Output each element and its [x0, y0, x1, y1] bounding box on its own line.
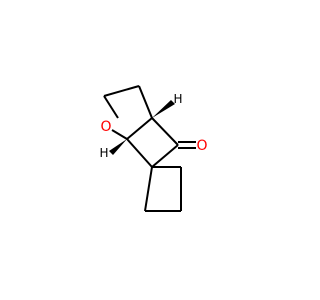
- structure-canvas: O O H H: [99, 85, 208, 212]
- ring-oxygen-label: O: [100, 119, 111, 135]
- stereo-wedge-bottom: [109, 139, 127, 155]
- bond-carbonyl-carbon-to-spiro-carbon: [151, 144, 179, 168]
- bond-spiro-to-cb-left: [144, 166, 153, 212]
- bond-spiro-carbon-to-bridgehead-bottom: [126, 138, 153, 168]
- bond-bridgehead-bottom-to-ring-o: [111, 129, 128, 140]
- bond-ch2-to-bridgehead-top: [138, 85, 153, 119]
- bond-ring-o-to-ch2: [103, 95, 119, 119]
- stereo-wedge-top: [152, 100, 175, 118]
- bond-bridgehead-top-to-bridgehead-bottom: [126, 117, 153, 140]
- bond-ch2-to-ch2: [103, 85, 140, 97]
- stereo-hydrogen-bottom-label: H: [99, 146, 108, 160]
- carbonyl-oxygen-label: O: [196, 138, 207, 154]
- molecule-drawing: O O H H: [99, 85, 208, 212]
- stereo-hydrogen-top-label: H: [173, 92, 182, 106]
- bond-bridgehead-top-to-carbonyl-carbon: [151, 117, 179, 146]
